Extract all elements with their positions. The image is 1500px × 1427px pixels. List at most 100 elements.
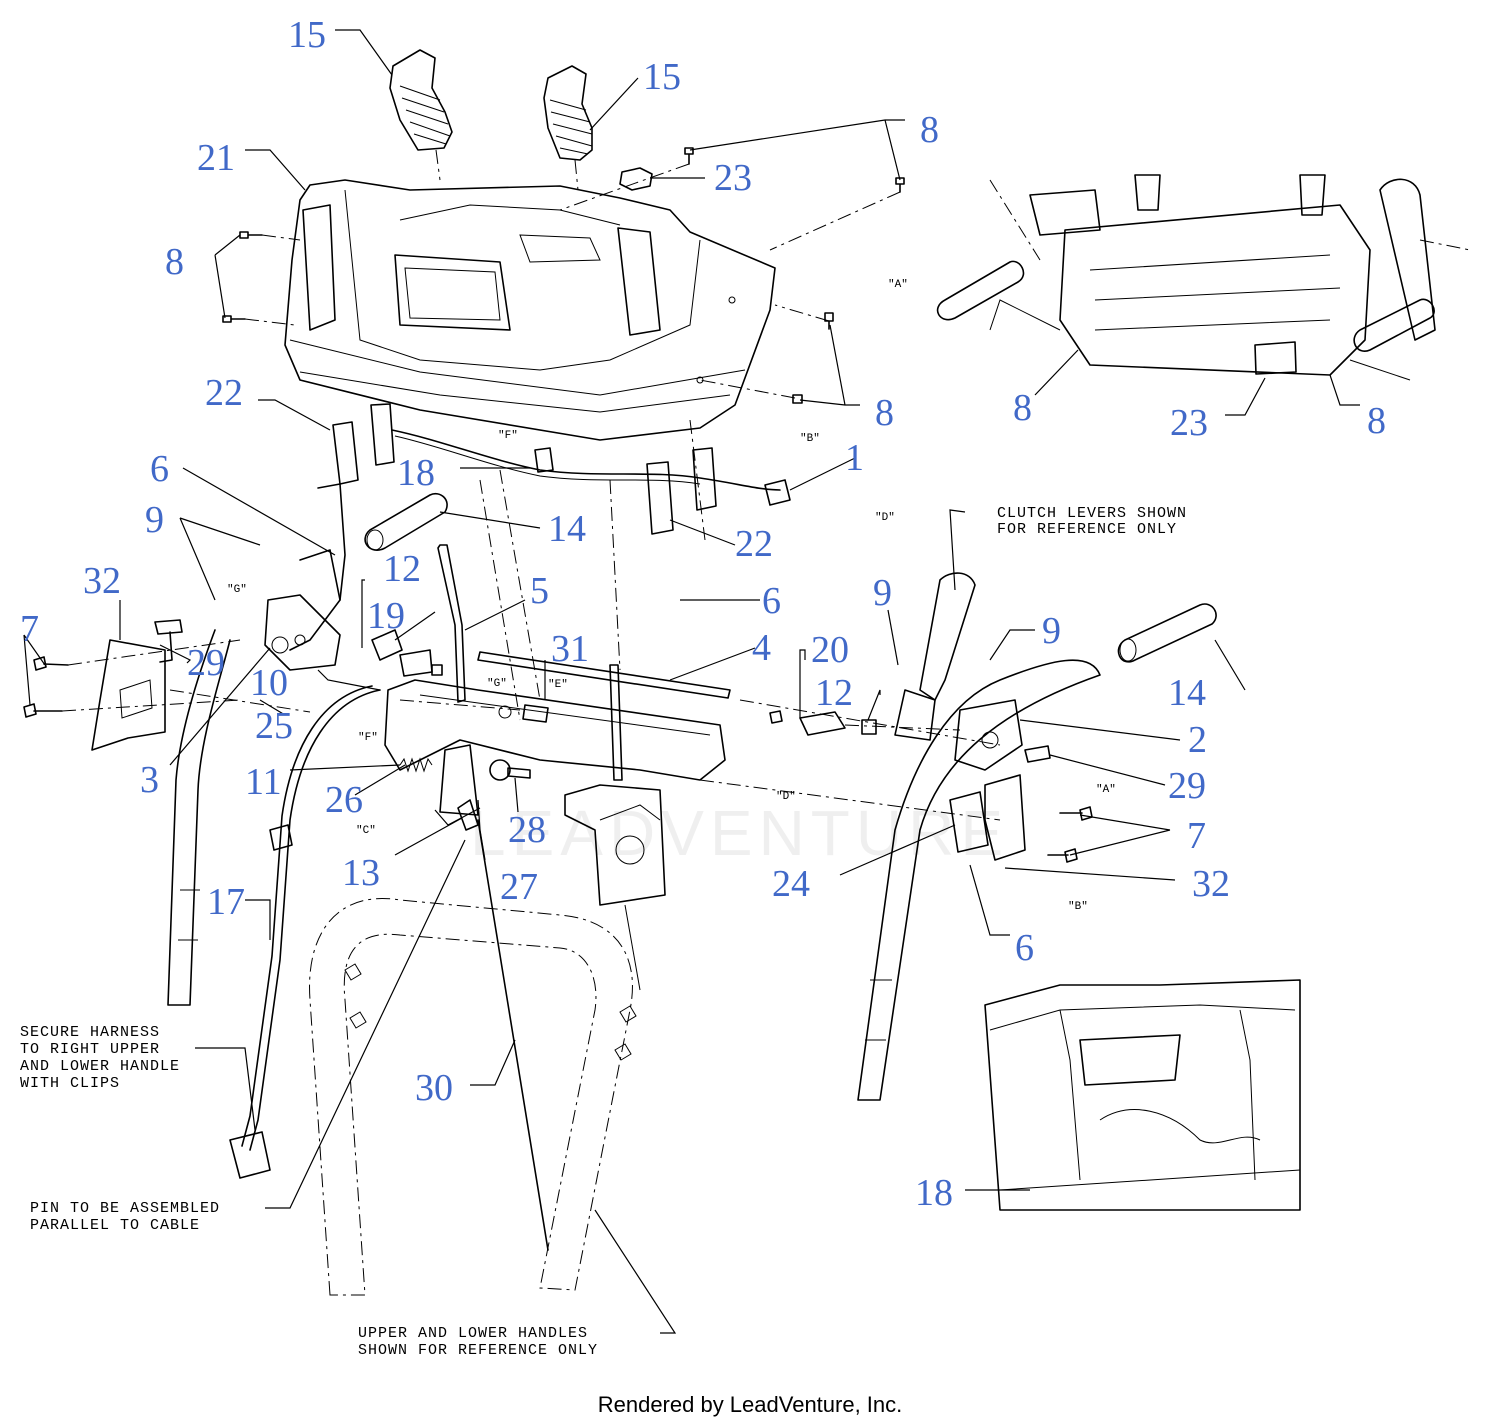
callout-18: 18 — [915, 1172, 953, 1214]
bolt-29-left — [154, 619, 183, 663]
wire-harness-17 — [229, 685, 381, 1179]
grip-15-left — [389, 49, 453, 151]
callout-12: 12 — [383, 548, 421, 590]
svg-text:PARALLEL TO CABLE: PARALLEL TO CABLE — [30, 1217, 200, 1234]
callout-28: 28 — [508, 809, 546, 851]
callout-7: 7 — [20, 608, 39, 650]
washer-28 — [489, 759, 531, 781]
screws-7-left — [23, 656, 69, 718]
cover-32-left — [91, 639, 166, 751]
callout-14: 14 — [1168, 672, 1206, 714]
callout-17: 17 — [207, 881, 245, 923]
callout-8: 8 — [1367, 400, 1386, 442]
ref-F-1: "F" — [498, 430, 518, 442]
bracket-2 — [954, 699, 1023, 771]
callout-31: 31 — [551, 628, 589, 670]
callout-22: 22 — [735, 523, 773, 565]
grip-15-right — [543, 65, 593, 161]
ref-B-2: "B" — [1068, 901, 1088, 913]
bracket-24 — [949, 791, 989, 853]
callout-23: 23 — [1170, 402, 1208, 444]
inset-harness-routing — [984, 979, 1301, 1211]
callout-20: 20 — [811, 629, 849, 671]
callout-27: 27 — [500, 866, 538, 908]
grip-14-right — [1117, 603, 1217, 663]
harness-18 — [391, 429, 791, 506]
shift-lever-assembly — [564, 664, 666, 991]
callout-11: 11 — [245, 761, 282, 803]
callout-29: 29 — [1168, 765, 1206, 807]
ref-E: "E" — [548, 679, 568, 691]
cross-rod-4 — [477, 651, 731, 699]
callout-26: 26 — [325, 779, 363, 821]
grip-14-left — [364, 493, 448, 551]
bushing-20 — [769, 710, 846, 736]
callout-8: 8 — [920, 109, 939, 151]
callout-30: 30 — [415, 1067, 453, 1109]
callout-32: 32 — [1192, 863, 1230, 905]
note-secure-harness: SECURE HARNESS TO RIGHT UPPER AND LOWER … — [20, 1024, 180, 1092]
callout-9: 9 — [145, 499, 164, 541]
callout-2: 2 — [1188, 719, 1207, 761]
callout-32: 32 — [83, 560, 121, 602]
ref-A-2: "A" — [1096, 784, 1116, 796]
switch-22-left — [332, 403, 395, 485]
callout-15: 15 — [288, 14, 326, 56]
callout-9: 9 — [1042, 610, 1061, 652]
inset-assembled-view — [936, 174, 1471, 381]
callout-6: 6 — [762, 580, 781, 622]
callout-7: 7 — [1187, 815, 1206, 857]
upper-handle-left — [167, 483, 346, 1006]
callout-24: 24 — [772, 863, 810, 905]
svg-text:CLUTCH LEVERS SHOWN: CLUTCH LEVERS SHOWN — [997, 505, 1187, 522]
note-pin-assembly: PIN TO BE ASSEMBLED PARALLEL TO CABLE — [30, 1200, 219, 1234]
clip-23 — [619, 167, 653, 191]
svg-text:SECURE HARNESS: SECURE HARNESS — [20, 1024, 160, 1041]
screws-7-right — [1047, 806, 1093, 863]
callout-9: 9 — [873, 572, 892, 614]
callout-12: 12 — [815, 672, 853, 714]
callout-29: 29 — [187, 642, 225, 684]
callout-23: 23 — [714, 157, 752, 199]
screw-8-group — [222, 147, 905, 404]
callout-22: 22 — [205, 372, 243, 414]
callout-21: 21 — [197, 137, 235, 179]
upper-handle-right — [857, 659, 1101, 1101]
footer-credit: Rendered by LeadVenture, Inc. — [598, 1392, 903, 1417]
clutch-lever-reference — [894, 572, 976, 741]
ref-G-2: "G" — [487, 678, 507, 690]
control-bracket — [384, 679, 726, 816]
switch-22-right — [646, 447, 717, 535]
nut-12-right — [861, 719, 877, 735]
callout-6: 6 — [150, 448, 169, 490]
dash-panel-21 — [284, 179, 776, 441]
ref-C: "C" — [356, 825, 376, 837]
callout-6: 6 — [1015, 927, 1034, 969]
ref-B-1: "B" — [800, 433, 820, 445]
bolt-29-right — [1024, 745, 1051, 763]
ref-D-1: "D" — [875, 512, 895, 524]
pin-13 — [457, 799, 479, 831]
callout-8: 8 — [165, 241, 184, 283]
lower-handle-reference — [309, 898, 637, 1296]
note-clutch-levers: CLUTCH LEVERS SHOWN FOR REFERENCE ONLY — [997, 505, 1187, 538]
svg-text:AND LOWER HANDLE: AND LOWER HANDLE — [20, 1058, 180, 1075]
callout-18: 18 — [397, 452, 435, 494]
callout-13: 13 — [342, 852, 380, 894]
svg-text:UPPER AND LOWER HANDLES: UPPER AND LOWER HANDLES — [358, 1325, 588, 1342]
shift-rod-5 — [437, 544, 466, 703]
ref-A-1: "A" — [888, 279, 908, 291]
bracket-3 — [264, 594, 341, 671]
spring-11 — [399, 757, 433, 773]
svg-text:FOR REFERENCE ONLY: FOR REFERENCE ONLY — [997, 521, 1177, 538]
callout-8: 8 — [1013, 387, 1032, 429]
callout-25: 25 — [255, 705, 293, 747]
cable-30 — [477, 819, 549, 1251]
callout-15: 15 — [643, 56, 681, 98]
callout-4: 4 — [752, 627, 771, 669]
callout-19: 19 — [367, 595, 405, 637]
callout-10: 10 — [250, 662, 288, 704]
ref-G-1: "G" — [227, 584, 247, 596]
leader-lines — [23, 29, 1360, 1334]
